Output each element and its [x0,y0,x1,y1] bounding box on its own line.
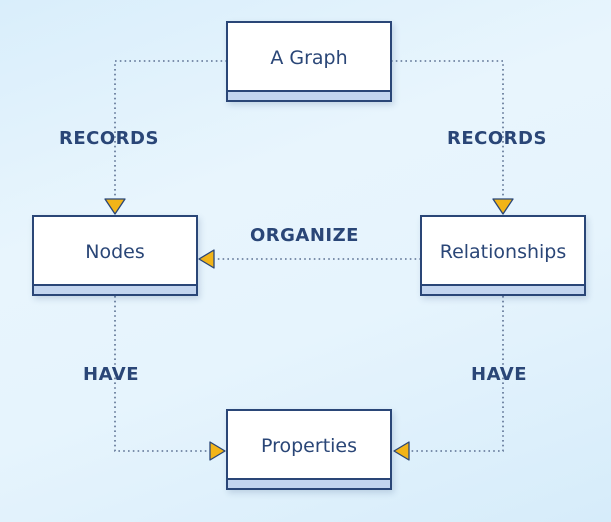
label-have-left: HAVE [83,364,139,385]
arrowhead-into-properties-left [209,441,226,461]
arrowhead-into-nodes-right [198,249,215,269]
arrowhead-into-nodes-top [104,198,126,215]
properties-box: Properties [226,409,392,490]
label-organize: ORGANIZE [250,225,359,246]
relationships-box: Relationships [420,215,586,296]
label-records-left: RECORDS [59,128,159,149]
label-have-right: HAVE [471,364,527,385]
arrowhead-into-relationships-top [492,198,514,215]
label-records-right: RECORDS [447,128,547,149]
arrowhead-into-properties-right [393,441,410,461]
connector-graph-to-relationships [391,60,504,199]
connector-nodes-to-properties [114,296,210,452]
nodes-box: Nodes [32,215,198,296]
graph-box: A Graph [226,21,392,102]
connector-graph-to-nodes [114,60,227,199]
connector-relationships-to-properties [409,296,504,452]
